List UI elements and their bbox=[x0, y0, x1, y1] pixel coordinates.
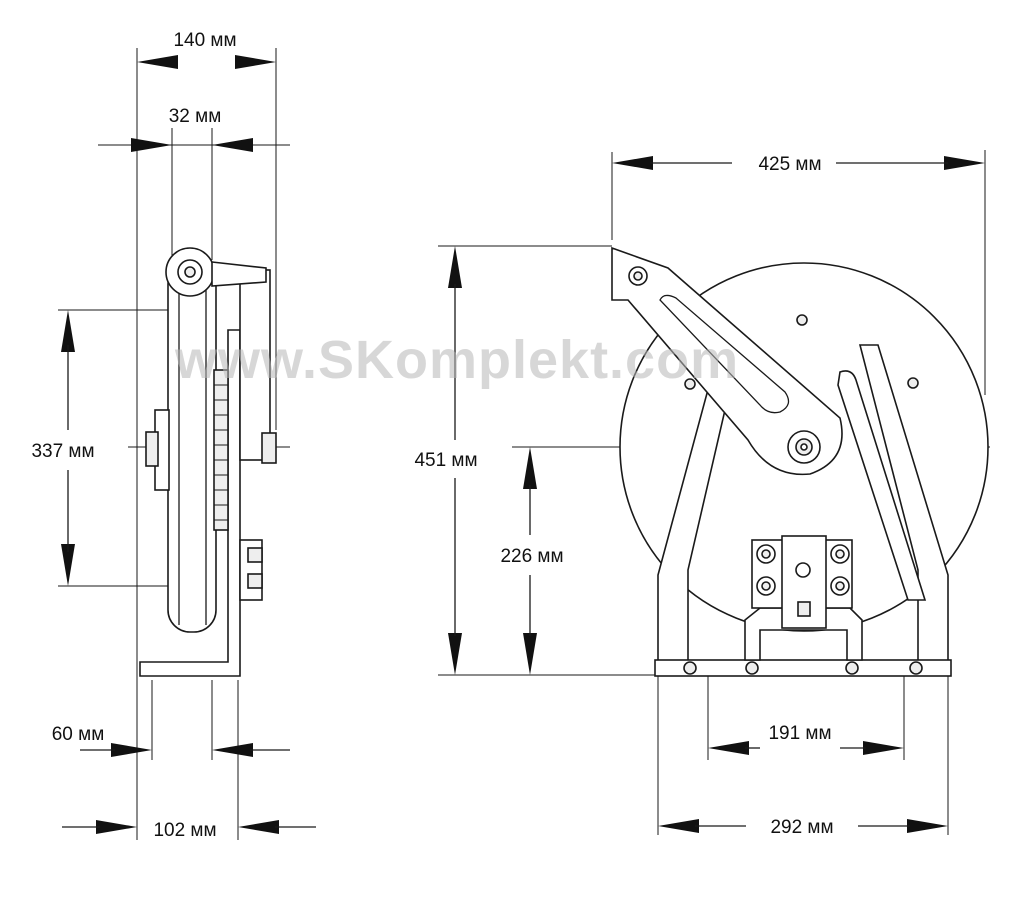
front-guide-arm bbox=[611, 246, 843, 476]
dim-front-overall-height: 451 мм bbox=[414, 450, 477, 471]
dim-front-base-width: 292 мм bbox=[770, 817, 833, 838]
side-gear bbox=[213, 369, 229, 531]
watermark: www.SKomplekt.com bbox=[174, 330, 739, 390]
dim-side-overall-width: 140 мм bbox=[173, 30, 236, 51]
dim-front-overall-width: 425 мм bbox=[758, 154, 821, 175]
dim-side-height: 337 мм bbox=[31, 441, 94, 462]
dim-side-base-inset: 60 мм bbox=[52, 724, 105, 745]
side-reel-flange bbox=[167, 261, 217, 633]
dim-side-base-width: 102 мм bbox=[153, 820, 216, 841]
side-view: 140 мм 32 мм 337 мм 60 мм 102 мм bbox=[31, 30, 316, 841]
dim-side-reel-width: 32 мм bbox=[169, 106, 222, 127]
side-axle-nut bbox=[145, 431, 159, 467]
dim-front-axle-height: 226 мм bbox=[500, 546, 563, 567]
side-spring-housing bbox=[239, 269, 271, 461]
front-view: 425 мм 451 мм 226 мм 191 мм 292 мм bbox=[414, 150, 990, 838]
dim-front-foot-spacing: 191 мм bbox=[768, 723, 831, 744]
front-base bbox=[654, 659, 952, 677]
